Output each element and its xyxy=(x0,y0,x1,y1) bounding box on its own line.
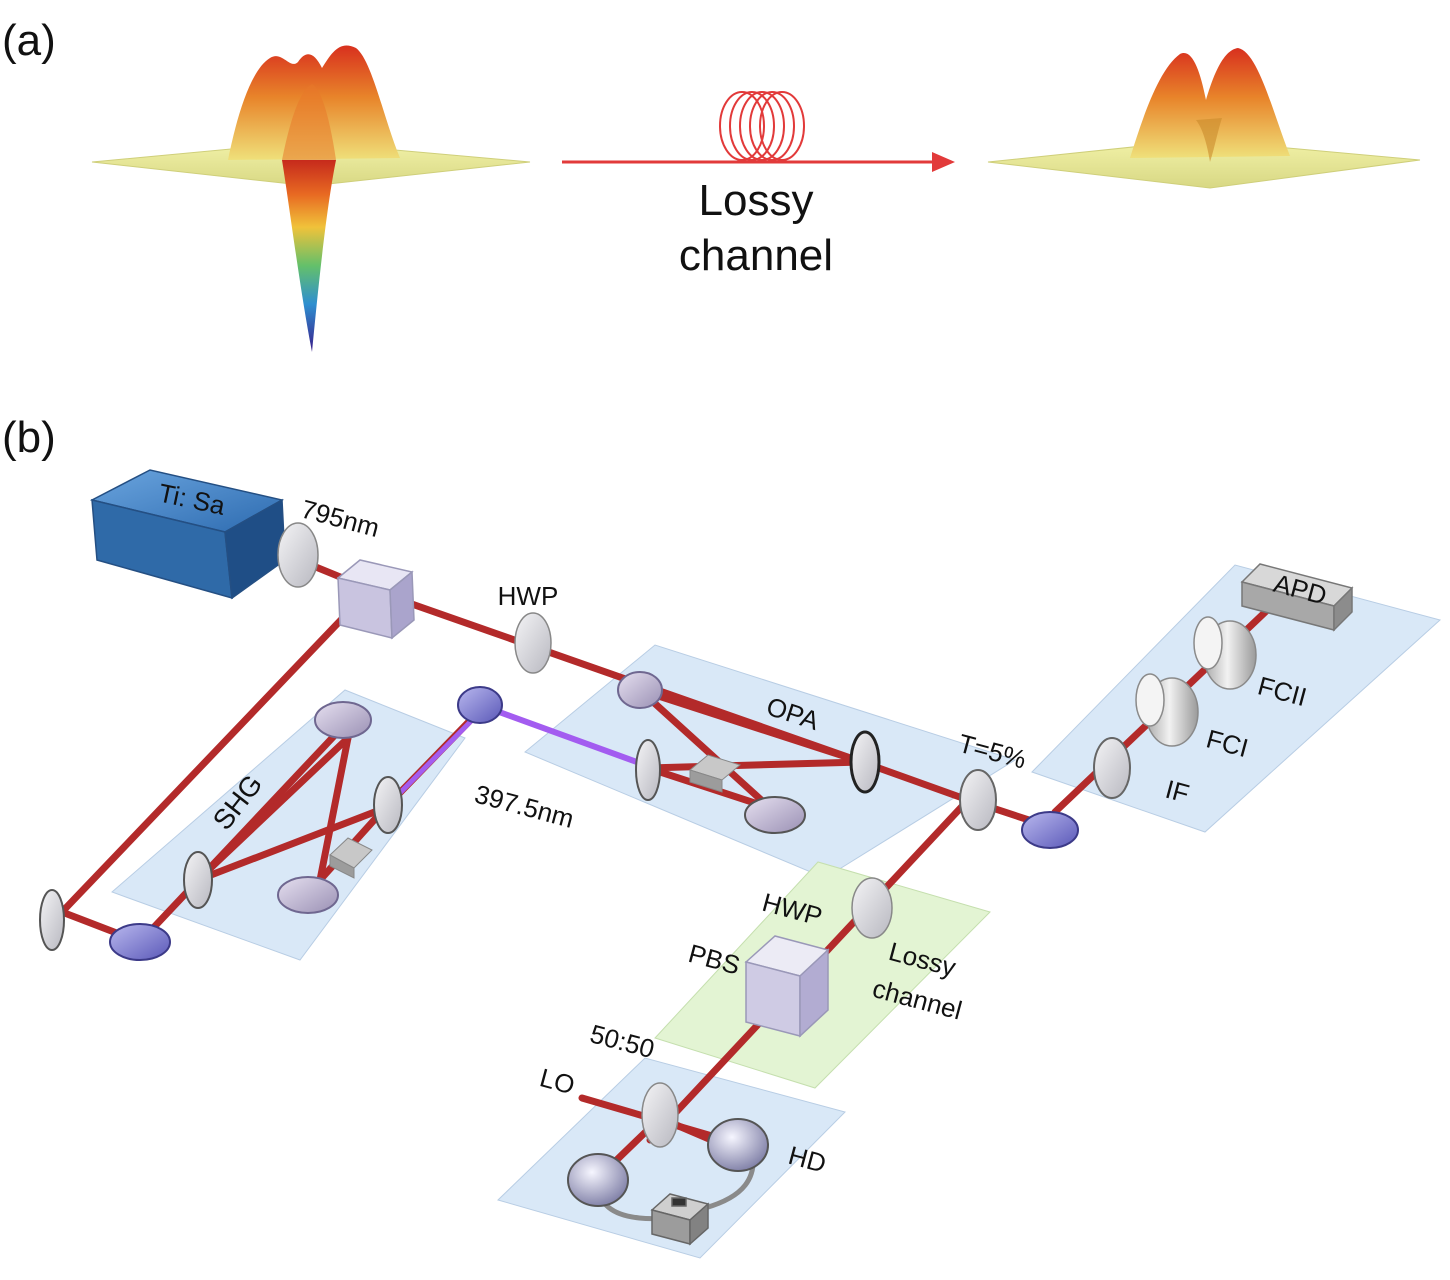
lossy-channel-arrow xyxy=(562,152,955,172)
beam-splitter-5050 xyxy=(641,1082,679,1148)
opa-mirror-input xyxy=(617,671,663,709)
wigner-function-output xyxy=(987,48,1421,189)
channel-label-line1: Lossy xyxy=(699,176,814,225)
hwp-bottom xyxy=(851,877,893,939)
fiber-coil-icon xyxy=(719,91,805,161)
hwp-top-label: HWP xyxy=(498,581,559,611)
homodyne-photodiode-left xyxy=(567,1153,629,1207)
shg-crystal xyxy=(329,837,373,879)
steering-mirror-left xyxy=(39,889,65,951)
waveplate-795nm xyxy=(277,522,319,588)
laser-beam-397nm-shg xyxy=(385,707,485,808)
filter-cavity-1 xyxy=(1135,673,1199,747)
channel-label-line2: channel xyxy=(679,231,833,280)
opa-mirror-bottom xyxy=(744,796,806,834)
homodyne-photodiode-right xyxy=(707,1118,769,1172)
hd-label: HD xyxy=(785,1140,829,1179)
shg-mirror-top xyxy=(314,701,372,739)
shg-mirror-right xyxy=(373,776,403,834)
bs-5050-label: 50:50 xyxy=(587,1018,658,1064)
pbs-cube xyxy=(744,935,830,1038)
shg-mirror-bottom xyxy=(277,876,339,914)
dichroic-mirror-397 xyxy=(457,686,503,724)
shg-mirror-left xyxy=(183,851,213,909)
pbs-label: PBS xyxy=(685,938,743,980)
lo-label: LO xyxy=(537,1062,578,1100)
hwp-top xyxy=(514,612,552,674)
ti-sa-laser xyxy=(89,469,286,600)
wigner-function-input xyxy=(91,45,531,352)
opa-mirror-output xyxy=(849,730,881,794)
opa-crystal xyxy=(688,754,742,793)
input-beam-splitter-cube xyxy=(336,559,415,640)
steering-mirror-blue-bottom xyxy=(109,923,171,961)
detection-table xyxy=(1031,564,1442,833)
tap-beam-splitter xyxy=(959,769,997,831)
apd-detector xyxy=(1240,563,1354,632)
interference-filter xyxy=(1093,737,1131,799)
steering-mirror-blue-right xyxy=(1021,811,1079,849)
laser-beam-397nm xyxy=(477,702,648,768)
wavelength-397-label: 397.5nm xyxy=(472,779,578,834)
filter-cavity-2 xyxy=(1193,616,1257,690)
panel-b-label: (b) xyxy=(2,413,56,462)
panel-a-label: (a) xyxy=(2,16,56,65)
opa-mirror-left xyxy=(635,739,661,801)
homodyne-electronics-box xyxy=(650,1193,710,1246)
